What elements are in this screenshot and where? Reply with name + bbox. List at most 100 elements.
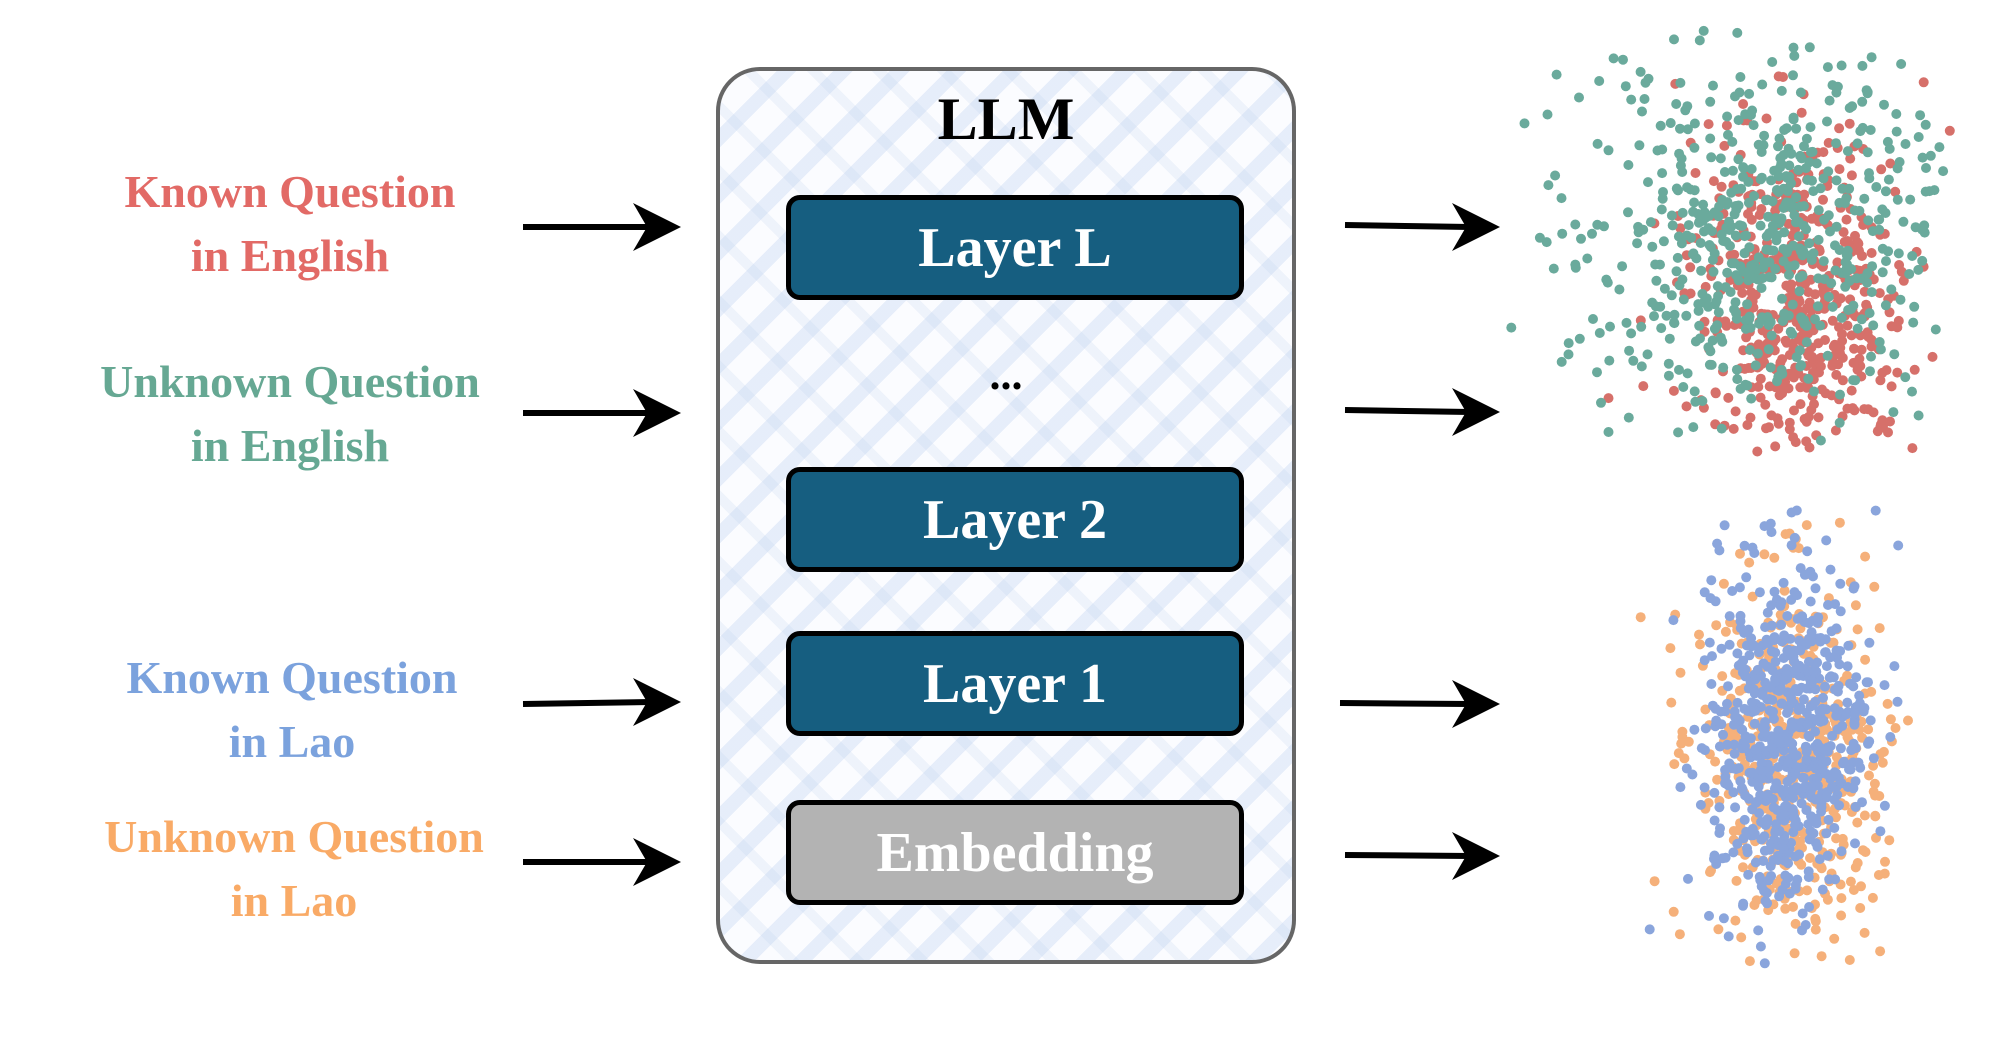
point-known-lao xyxy=(1724,639,1735,650)
point-unknown-english xyxy=(1900,139,1911,149)
point-unknown-english xyxy=(1732,184,1742,194)
point-known-lao xyxy=(1801,754,1812,765)
point-unknown-lao xyxy=(1831,833,1842,844)
point-known-lao xyxy=(1732,838,1743,849)
point-known-lao xyxy=(1802,666,1813,677)
arrow-out-layer-l xyxy=(1344,222,1471,230)
point-known-english xyxy=(1716,181,1727,192)
point-known-english xyxy=(1761,113,1772,124)
point-unknown-english xyxy=(1742,299,1753,310)
point-known-lao xyxy=(1810,696,1821,707)
point-unknown-english xyxy=(1905,194,1916,205)
point-known-lao xyxy=(1848,681,1859,692)
point-known-english xyxy=(1883,427,1893,438)
point-unknown-english xyxy=(1881,256,1891,267)
point-unknown-english xyxy=(1730,297,1741,308)
point-unknown-english xyxy=(1917,152,1928,163)
point-known-lao xyxy=(1879,800,1890,811)
point-known-english xyxy=(1728,423,1739,434)
point-unknown-english xyxy=(1776,85,1787,96)
point-unknown-english xyxy=(1756,172,1767,183)
point-known-lao xyxy=(1850,708,1860,719)
point-unknown-english xyxy=(1599,221,1609,232)
point-unknown-english xyxy=(1930,324,1941,335)
point-known-lao xyxy=(1739,628,1750,638)
point-known-lao xyxy=(1805,596,1816,607)
point-known-english xyxy=(1803,328,1813,339)
point-known-lao xyxy=(1829,794,1840,805)
point-known-lao xyxy=(1810,583,1821,594)
point-unknown-lao xyxy=(1866,686,1877,697)
point-unknown-english xyxy=(1705,96,1716,107)
point-known-english xyxy=(1719,140,1730,151)
point-unknown-lao xyxy=(1730,915,1741,926)
point-unknown-english xyxy=(1624,345,1635,356)
point-known-lao xyxy=(1811,818,1822,829)
point-known-english xyxy=(1746,287,1757,298)
point-unknown-lao xyxy=(1863,724,1874,735)
point-unknown-lao xyxy=(1868,760,1879,771)
point-unknown-lao xyxy=(1744,557,1755,568)
point-known-english xyxy=(1849,343,1859,354)
point-unknown-english xyxy=(1766,330,1777,341)
point-unknown-lao xyxy=(1788,901,1798,912)
point-known-lao xyxy=(1764,844,1775,855)
point-unknown-english xyxy=(1543,180,1554,191)
point-unknown-english xyxy=(1643,177,1653,188)
point-known-lao xyxy=(1782,708,1792,718)
point-unknown-english xyxy=(1765,362,1776,373)
point-known-lao xyxy=(1730,712,1741,722)
point-known-lao xyxy=(1706,575,1717,586)
point-known-lao xyxy=(1779,835,1789,846)
point-known-english xyxy=(1859,286,1870,297)
point-known-lao xyxy=(1699,587,1710,598)
point-known-lao xyxy=(1848,583,1859,594)
point-unknown-lao xyxy=(1869,581,1880,592)
point-unknown-english xyxy=(1920,119,1931,130)
point-unknown-lao xyxy=(1668,906,1679,917)
point-unknown-lao xyxy=(1769,552,1780,563)
point-known-english xyxy=(1823,137,1834,148)
point-known-lao xyxy=(1714,828,1725,838)
point-unknown-english xyxy=(1797,250,1808,261)
point-unknown-lao xyxy=(1802,885,1812,896)
point-known-lao xyxy=(1765,682,1776,693)
point-known-lao xyxy=(1849,718,1860,729)
point-unknown-english xyxy=(1831,138,1841,149)
point-unknown-english xyxy=(1795,87,1806,98)
point-known-lao xyxy=(1821,661,1832,672)
point-known-lao xyxy=(1782,611,1793,621)
point-unknown-english xyxy=(1551,69,1562,80)
point-unknown-english xyxy=(1588,314,1598,324)
point-unknown-english xyxy=(1671,266,1682,277)
point-unknown-lao xyxy=(1875,946,1886,957)
point-unknown-english xyxy=(1767,220,1778,231)
point-unknown-english xyxy=(1556,193,1567,204)
point-unknown-english xyxy=(1796,360,1807,371)
point-unknown-english xyxy=(1801,133,1812,144)
point-known-lao xyxy=(1762,898,1773,909)
point-known-lao xyxy=(1747,823,1758,834)
point-unknown-english xyxy=(1743,197,1754,208)
point-known-english xyxy=(1837,375,1848,386)
point-unknown-english xyxy=(1784,269,1794,280)
point-known-lao xyxy=(1803,730,1814,741)
point-unknown-english xyxy=(1791,123,1802,134)
point-known-lao xyxy=(1744,650,1755,661)
point-unknown-english xyxy=(1649,311,1659,322)
point-known-lao xyxy=(1683,873,1693,884)
point-unknown-english xyxy=(1788,70,1798,81)
point-unknown-english xyxy=(1913,410,1924,421)
point-known-english xyxy=(1806,351,1817,362)
point-unknown-english xyxy=(1756,283,1767,293)
point-unknown-english xyxy=(1658,236,1669,247)
point-unknown-english xyxy=(1802,175,1813,185)
point-unknown-english xyxy=(1919,220,1930,231)
point-known-lao xyxy=(1821,756,1832,767)
point-known-lao xyxy=(1794,722,1805,733)
point-unknown-english xyxy=(1875,344,1886,355)
label-known-english: Known Question in English xyxy=(124,166,456,281)
point-unknown-english xyxy=(1849,205,1860,216)
point-known-lao xyxy=(1732,697,1743,708)
